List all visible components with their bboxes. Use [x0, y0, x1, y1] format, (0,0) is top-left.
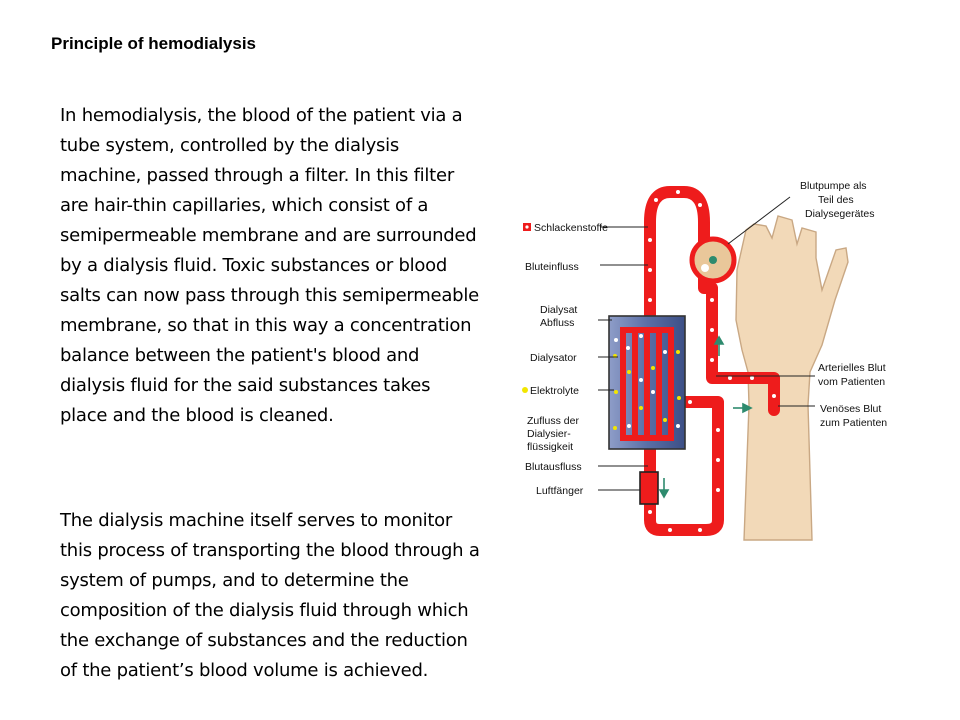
- blood-cells: [648, 190, 776, 532]
- diagram-labels: Schlackenstoffe Bluteinfluss Dialysat Ab…: [525, 180, 887, 497]
- label-schlackenstoffe: Schlackenstoffe: [534, 222, 608, 234]
- label-zufluss-der: Zufluss der: [527, 415, 579, 427]
- label-venoeses-blut: Venöses Blut: [820, 403, 881, 415]
- label-leader-lines: [598, 196, 815, 491]
- air-trap: [639, 471, 659, 505]
- label-dialysier: Dialysier-: [527, 428, 571, 440]
- label-teil-des: Teil des: [818, 194, 854, 206]
- label-dialysegeraetes: Dialysegerätes: [805, 208, 874, 220]
- label-vom-patienten: vom Patienten: [818, 376, 885, 388]
- slide-title: Principle of hemodialysis: [51, 34, 257, 53]
- label-fluessigkeit: flüssigkeit: [527, 441, 573, 453]
- label-blutpumpe: Blutpumpe als: [800, 180, 867, 192]
- label-bluteinfluss: Bluteinfluss: [525, 261, 579, 273]
- label-elektrolyte: Elektrolyte: [530, 385, 579, 397]
- dialyzer: [608, 315, 686, 450]
- label-arterielles-blut: Arterielles Blut: [818, 362, 886, 374]
- label-blutausfluss: Blutausfluss: [525, 461, 582, 473]
- label-dialysator: Dialysator: [530, 352, 577, 364]
- paragraph-hemodialysis: In hemodialysis, the blood of the patien…: [60, 105, 479, 426]
- label-abfluss: Abfluss: [540, 317, 574, 329]
- label-zum-patienten: zum Patienten: [820, 417, 887, 429]
- label-dialysat: Dialysat: [540, 304, 577, 316]
- electrolyte-marker-icon: [522, 387, 528, 393]
- waste-marker-dot-icon: [525, 225, 529, 229]
- paragraph-dialysis-machine: The dialysis machine itself serves to mo…: [60, 510, 480, 681]
- blood-pump: [689, 236, 737, 284]
- flow-arrows: [658, 335, 753, 499]
- label-luftfaenger: Luftfänger: [536, 485, 584, 497]
